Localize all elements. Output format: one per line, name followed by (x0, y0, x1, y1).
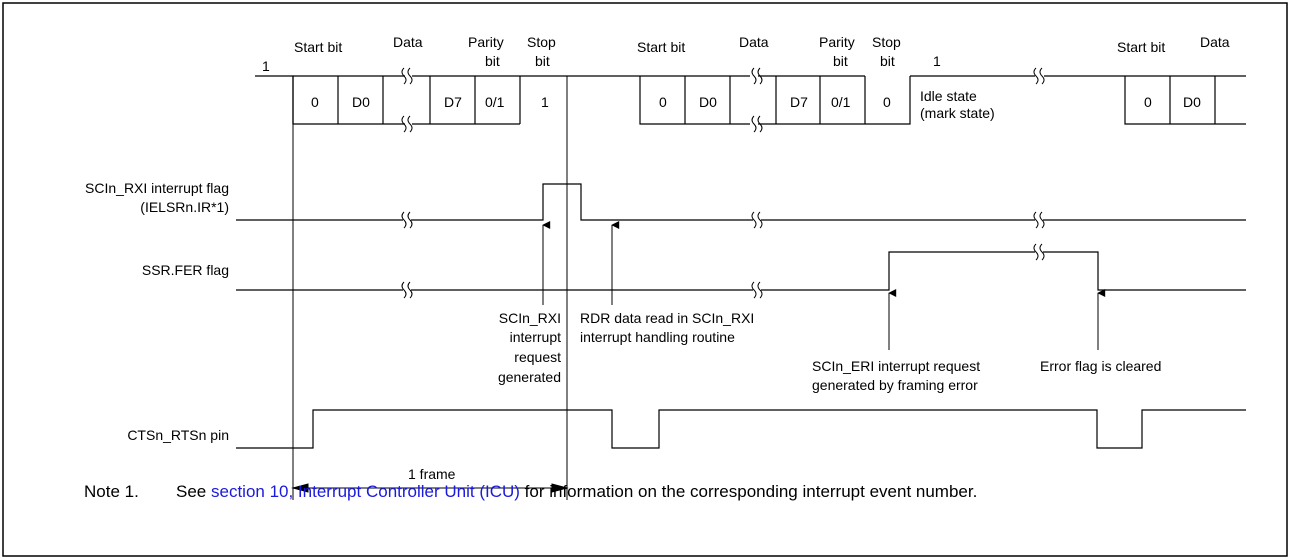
label-data-1: Data (393, 34, 423, 50)
label-start-bit-1: Start bit (294, 39, 342, 55)
serial-data-waveform (255, 75, 1246, 125)
label-parity-bit-2: bit (833, 53, 848, 69)
icu-section-link[interactable]: section 10, Interrupt Controller Unit (I… (210, 482, 520, 501)
label-data-3: Data (1200, 34, 1230, 50)
label-parity-2: Parity (819, 34, 855, 50)
rdr-read-text-1: RDR data read in SCIn_RXI (580, 310, 754, 326)
label-one-left: 1 (262, 58, 270, 74)
rxi-request-text-4: generated (498, 369, 561, 385)
frame1-d7-cell: D7 (444, 94, 462, 110)
rxi-flag-sublabel: (IELSRn.IR*1) (140, 199, 229, 215)
footnote-suffix: for information on the corresponding int… (519, 482, 978, 501)
frame2-d7-cell: D7 (790, 94, 808, 110)
mark-state-label: (mark state) (920, 105, 995, 121)
label-data-2: Data (739, 34, 769, 50)
frame2-d0-cell: D0 (699, 94, 717, 110)
label-one-right: 1 (933, 53, 941, 69)
idle-state-label: Idle state (920, 88, 977, 104)
fer-flag-label: SSR.FER flag (142, 262, 229, 278)
label-start-bit-2: Start bit (637, 39, 685, 55)
rxi-flag-label: SCIn_RXI interrupt flag (85, 180, 229, 196)
one-frame-label: 1 frame (408, 466, 456, 482)
rxi-request-text-2: interrupt (510, 329, 561, 345)
frame2-stop-cell: 0 (883, 94, 891, 110)
frame2-parity-cell: 0/1 (831, 94, 851, 110)
label-stop-bit-2: bit (880, 53, 895, 69)
label-stop-1: Stop (527, 34, 556, 50)
rdr-read-text-2: interrupt handling routine (580, 329, 735, 345)
rxi-flag-waveform (236, 183, 1246, 221)
frame2-start-cell: 0 (659, 94, 667, 110)
rxi-request-text-3: request (514, 349, 561, 365)
label-parity-bit-1: bit (485, 53, 500, 69)
footnote-label: Note 1. (84, 482, 139, 501)
frame3-d0-cell: D0 (1183, 94, 1201, 110)
label-parity-1: Parity (468, 34, 504, 50)
frame1-start-cell: 0 (311, 94, 319, 110)
event-arrows (542, 221, 1106, 350)
eri-request-text-1: SCIn_ERI interrupt request (812, 358, 980, 374)
frame3-start-cell: 0 (1144, 94, 1152, 110)
label-start-bit-3: Start bit (1117, 39, 1165, 55)
label-stop-bit-1: bit (535, 53, 550, 69)
eri-request-text-2: generated by framing error (812, 377, 978, 393)
one-frame-dimension (291, 483, 569, 493)
cts-pin-label: CTSn_RTSn pin (127, 427, 229, 443)
error-cleared-text: Error flag is cleared (1040, 358, 1161, 374)
break-symbols (401, 67, 1045, 299)
frame1-stop-cell: 1 (541, 94, 549, 110)
frame1-d0-cell: D0 (352, 94, 370, 110)
footnote: Note 1. See section 10, Interrupt Control… (84, 482, 977, 502)
frame1-parity-cell: 0/1 (485, 94, 505, 110)
footnote-prefix: See (176, 482, 211, 501)
fer-flag-waveform (236, 251, 1246, 291)
label-stop-2: Stop (872, 34, 901, 50)
rxi-request-text-1: SCIn_RXI (499, 310, 561, 326)
reference-lines (292, 76, 568, 500)
cts-pin-waveform (236, 409, 1246, 449)
